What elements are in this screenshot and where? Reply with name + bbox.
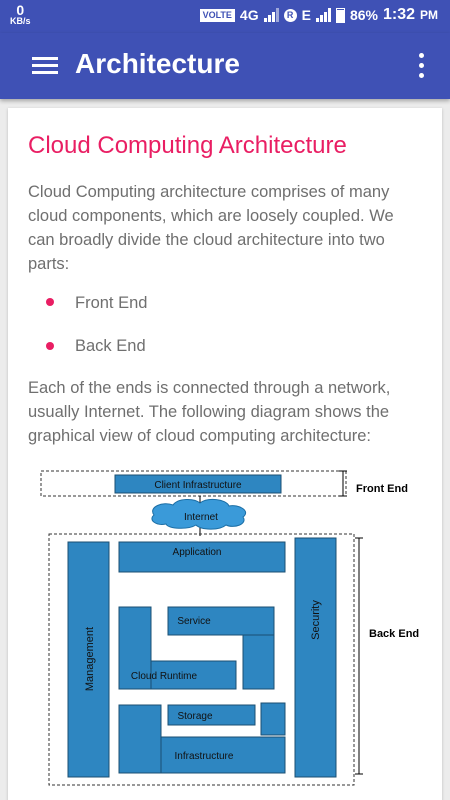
signal-strength-icon — [263, 8, 279, 22]
battery-percent: 86% — [349, 7, 378, 23]
client-infrastructure-label: Client Infrastructure — [154, 480, 242, 491]
network-speed-value: 0 — [16, 2, 25, 18]
infrastructure-label: Infrastructure — [175, 751, 234, 762]
storage-block — [167, 704, 256, 726]
storage-label: Storage — [177, 711, 212, 722]
management-label: Management — [84, 627, 96, 691]
back-end-label: Back End — [369, 628, 419, 640]
hamburger-menu-icon[interactable] — [32, 57, 58, 75]
more-vert-icon[interactable] — [416, 53, 426, 79]
cloud-runtime-block-base — [150, 660, 237, 690]
infrastructure-block-side — [118, 704, 162, 774]
security-block — [294, 537, 337, 778]
cloud-architecture-diagram: Client Infrastructure Front End Internet… — [40, 470, 419, 786]
network-line: usually Internet. The following diagram … — [28, 403, 390, 421]
service-label: Service — [177, 616, 211, 627]
storage-block-side — [260, 702, 286, 736]
volte-badge: VOLTE — [199, 8, 235, 22]
clock-time: 1:32 — [382, 6, 415, 23]
back-end-frame — [48, 533, 355, 786]
security-label: Security — [310, 600, 322, 640]
status-icons: VOLTE 4G R E 86% 1:32 PM — [199, 6, 438, 24]
status-bar: 0 KB/s VOLTE 4G R E 86% 1:32 PM — [0, 0, 450, 33]
management-block — [67, 541, 110, 778]
front-end-frame — [40, 470, 347, 497]
network-type-4g: 4G — [239, 7, 259, 23]
clock-ampm: PM — [420, 8, 438, 22]
intro-line: Cloud Computing architecture comprises o… — [28, 183, 390, 201]
network-speed-unit: KB/s — [10, 16, 31, 26]
battery-icon — [335, 7, 345, 23]
page-title: Architecture — [75, 48, 240, 79]
article-heading: Cloud Computing Architecture — [28, 132, 347, 159]
application-label: Application — [173, 547, 222, 558]
network-speed: 0 KB/s — [10, 3, 31, 26]
service-block-tail — [242, 634, 275, 690]
network-line: graphical view of cloud computing archit… — [28, 427, 372, 445]
application-block — [118, 541, 286, 573]
internet-label: Internet — [184, 512, 218, 523]
network-line: Each of the ends is connected through a … — [28, 379, 391, 397]
app-bar: Architecture — [0, 33, 450, 99]
infrastructure-block — [160, 736, 286, 774]
network-type-e: E — [301, 7, 311, 23]
cloud-runtime-label: Cloud Runtime — [131, 671, 198, 682]
cloud-runtime-block — [118, 606, 152, 690]
bullet-back-end: Back End — [75, 337, 146, 355]
intro-paragraph: Cloud Computing architecture comprises o… — [28, 180, 428, 276]
signal-strength-icon-2 — [315, 8, 331, 22]
bullet-front-end: Front End — [75, 294, 148, 312]
roaming-icon: R — [283, 8, 297, 22]
bullet-dot — [46, 342, 54, 350]
content-card: Cloud Computing Architecture Cloud Compu… — [8, 108, 442, 800]
front-end-label: Front End — [356, 483, 408, 495]
intro-line: cloud components, which are loosely coup… — [28, 207, 394, 225]
service-block — [167, 606, 275, 636]
internet-cloud-icon — [151, 498, 247, 530]
client-infrastructure-block — [114, 474, 282, 494]
bullet-dot — [46, 298, 54, 306]
intro-line: can broadly divide the cloud architectur… — [28, 231, 385, 249]
network-paragraph: Each of the ends is connected through a … — [28, 376, 428, 448]
intro-line: parts: — [28, 255, 70, 273]
